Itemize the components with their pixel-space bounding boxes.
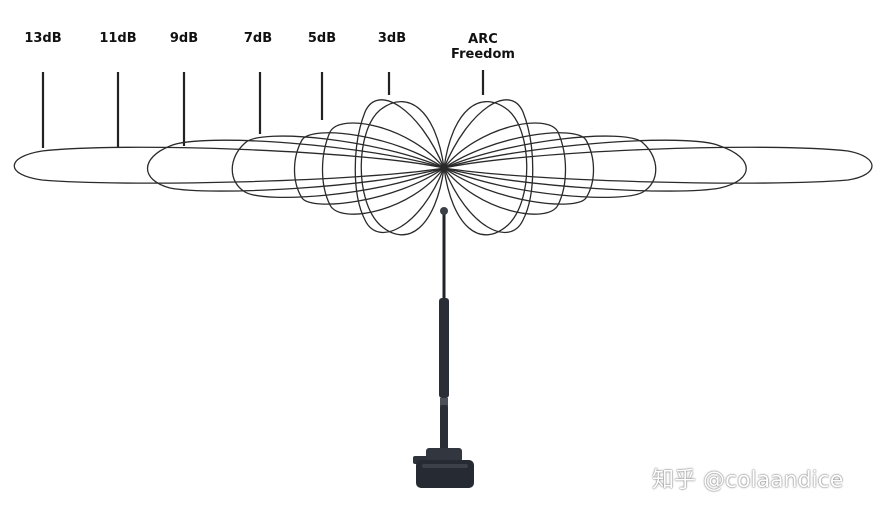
lobe-9db-right bbox=[442, 135, 657, 198]
label-arc-line1: ARC bbox=[468, 32, 498, 47]
antenna bbox=[413, 207, 474, 488]
antenna-upper-section bbox=[439, 298, 449, 398]
label-3db: 3dB bbox=[378, 31, 406, 46]
radiation-lobes bbox=[13, 99, 873, 236]
label-13db: 13dB bbox=[24, 31, 61, 46]
lobe-5db-right bbox=[443, 122, 567, 215]
lobe-3db-right bbox=[443, 99, 534, 233]
label-9db: 9dB bbox=[170, 31, 198, 46]
label-7db: 7dB bbox=[244, 31, 272, 46]
label-7db-text: 7dB bbox=[243, 31, 273, 46]
lobe-5db-left bbox=[321, 122, 445, 215]
label-9db-text: 9dB bbox=[169, 31, 199, 46]
lobe-11db-left bbox=[146, 139, 447, 192]
label-3db-text: 3dB bbox=[377, 31, 407, 46]
label-5db: 5dB bbox=[308, 31, 336, 46]
label-5db-text: 5dB bbox=[307, 31, 337, 46]
lobe-3db-left bbox=[354, 99, 445, 233]
lobe-13db-left bbox=[13, 146, 445, 184]
lobe-13db-right bbox=[443, 146, 873, 184]
antenna-joint bbox=[440, 398, 448, 406]
lobe-11db-right bbox=[441, 139, 747, 192]
label-pointer-lines bbox=[41, 70, 485, 148]
label-11db-text: 11dB bbox=[99, 31, 137, 46]
watermark: 知乎 @colaandice bbox=[652, 468, 844, 493]
antenna-base-highlight bbox=[422, 464, 468, 468]
label-arc-line2: Freedom bbox=[451, 47, 515, 62]
lobe-7db-left bbox=[293, 132, 446, 205]
antenna-lower-section bbox=[440, 405, 448, 455]
lobe-9db-left bbox=[231, 135, 446, 198]
lobe-7db-right bbox=[442, 132, 595, 205]
label-11db: 11dB bbox=[99, 31, 136, 46]
antenna-tip bbox=[440, 207, 448, 215]
label-13db-text: 13dB bbox=[24, 31, 62, 46]
lobe-arc-right bbox=[443, 100, 528, 236]
label-arc-freedom: ARC Freedom bbox=[451, 32, 515, 62]
lobe-arc-left bbox=[360, 100, 445, 236]
antenna-base-collar bbox=[426, 448, 462, 462]
